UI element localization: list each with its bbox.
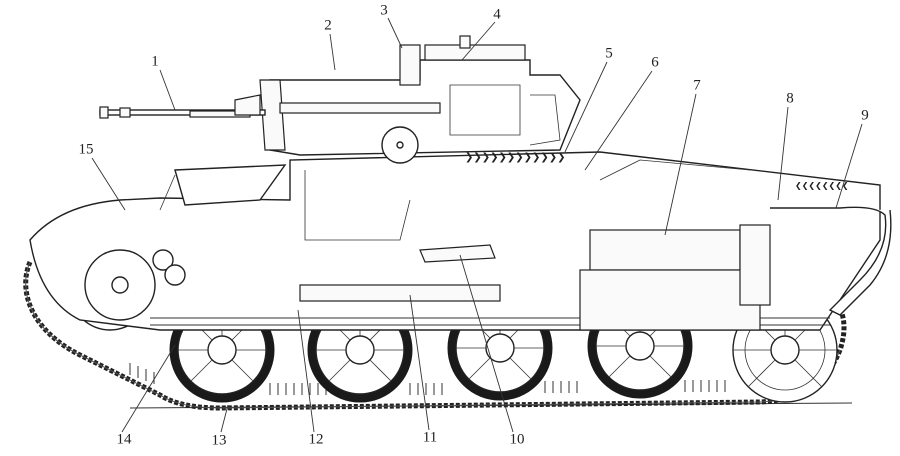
engine-block (589, 229, 741, 271)
callout-11: 11 (422, 429, 438, 446)
callout-15: 15 (78, 141, 94, 158)
callout-10: 10 (509, 431, 525, 448)
callout-12: 12 (308, 431, 324, 448)
callout-14: 14 (116, 431, 132, 448)
turret (99, 35, 581, 164)
callout-9: 9 (861, 107, 869, 124)
driver-cab (159, 164, 287, 211)
callout-8: 8 (786, 90, 794, 107)
callout-13: 13 (211, 432, 227, 449)
callout-6: 6 (651, 54, 659, 71)
exhaust-pipe (770, 206, 892, 316)
callout-5: 5 (605, 45, 613, 62)
periscope (399, 44, 421, 86)
hull: ❯❯❯❯❯❯❯❯❯❯❯❯ ❮❮❮❮❮❮❮❮ (29, 151, 892, 331)
callout-3: 3 (380, 2, 388, 19)
callout-7: 7 (693, 77, 701, 94)
callout-2: 2 (324, 17, 332, 34)
gun-mantlet (259, 79, 286, 151)
callout-1: 1 (151, 53, 159, 70)
propeller-shaft (299, 284, 501, 302)
leader-lines (91, 17, 863, 433)
svg-text:❮❮❮❮❮❮❮❮: ❮❮❮❮❮❮❮❮ (795, 181, 849, 190)
callout-4: 4 (493, 6, 501, 23)
hatch (424, 44, 526, 61)
ground-line (129, 402, 853, 409)
radiator (739, 224, 771, 306)
svg-text:❯❯❯❯❯❯❯❯❯❯❯❯: ❯❯❯❯❯❯❯❯❯❯❯❯ (465, 152, 566, 163)
